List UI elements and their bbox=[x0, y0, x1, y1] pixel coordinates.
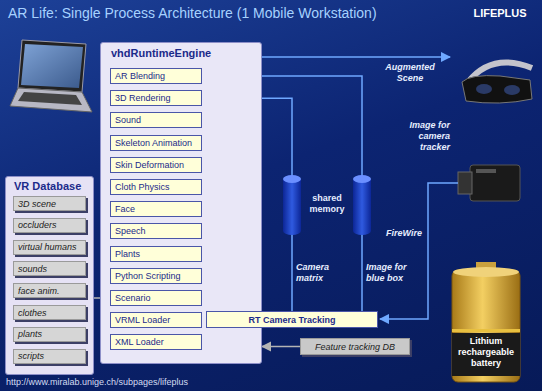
module-box: Sound bbox=[110, 112, 202, 128]
module-name: VRML Loader bbox=[115, 315, 170, 325]
item-name: 3D scene bbox=[18, 199, 56, 209]
module-name: Skin Deformation bbox=[115, 160, 184, 170]
module-box: Plants bbox=[110, 246, 202, 262]
module-name: Face bbox=[115, 204, 135, 214]
item-name: virtual humans bbox=[18, 242, 77, 252]
headset-lens bbox=[476, 84, 492, 94]
laptop-base bbox=[10, 88, 92, 112]
memory-cylinder bbox=[353, 175, 371, 235]
item-name: Feature tracking DB bbox=[315, 342, 395, 352]
module-box: Speech bbox=[110, 223, 202, 239]
module-name: Sound bbox=[115, 115, 141, 125]
module-box: 3D Rendering bbox=[110, 90, 202, 106]
scene-arrow bbox=[262, 56, 450, 58]
database-tab: Feature tracking DB bbox=[300, 338, 410, 355]
battery-picture bbox=[452, 262, 520, 382]
module-box: VRML Loader bbox=[110, 312, 202, 328]
module-name: Plants bbox=[115, 249, 140, 259]
database-item: virtual humans bbox=[13, 240, 86, 255]
cylinder-body bbox=[283, 179, 301, 235]
module-box: Face bbox=[110, 201, 202, 217]
item-name: occluders bbox=[18, 220, 57, 230]
camera-picture bbox=[458, 165, 520, 201]
headset-picture bbox=[462, 62, 532, 103]
signal-label: Augmented Scene bbox=[380, 62, 440, 84]
cylinder-top bbox=[353, 175, 371, 183]
module-name: 3D Rendering bbox=[115, 93, 171, 103]
battery-band bbox=[452, 333, 520, 376]
laptop-keyboard bbox=[18, 92, 82, 105]
module-name: Skeleton Animation bbox=[115, 138, 192, 148]
connector-label: Camera matrix bbox=[296, 262, 346, 284]
module-box: AR Blending bbox=[110, 68, 202, 84]
database-item: sounds bbox=[13, 261, 86, 276]
module-name: XML Loader bbox=[115, 337, 164, 347]
cylinder-body bbox=[353, 179, 371, 235]
database-item: clothes bbox=[13, 305, 86, 320]
headset-lens bbox=[504, 85, 520, 95]
battery-label: Lithium rechargeable battery bbox=[446, 262, 526, 384]
database-item: occluders bbox=[13, 218, 86, 233]
tracking-box: RT Camera Tracking bbox=[206, 311, 378, 328]
database-panel: VR Database 3D scene occluders virtual huma… bbox=[5, 176, 94, 375]
item-name: plants bbox=[18, 329, 42, 339]
module-box: Python Scripting bbox=[110, 268, 202, 284]
item-name: face anim. bbox=[18, 286, 60, 296]
module-box: Skeleton Animation bbox=[110, 135, 202, 151]
signal-label: FireWire bbox=[376, 228, 422, 239]
source-url: http://www.miralab.unige.ch/subpages/lif… bbox=[6, 377, 326, 387]
database-item: face anim. bbox=[13, 283, 86, 298]
cylinder-top bbox=[283, 175, 301, 183]
database-item: scripts bbox=[13, 349, 86, 364]
item-name: scripts bbox=[18, 351, 44, 361]
camera-lens bbox=[458, 172, 472, 194]
database-title: VR Database bbox=[14, 180, 85, 192]
memory-cylinder bbox=[283, 175, 301, 235]
module-name: RT Camera Tracking bbox=[248, 315, 335, 325]
laptop-lid bbox=[18, 40, 86, 92]
battery-body bbox=[452, 270, 520, 382]
connector-arrow bbox=[262, 346, 300, 348]
headset-visor bbox=[462, 76, 532, 103]
slide-title: AR Life: Single Process Architecture (1 … bbox=[8, 5, 377, 21]
signal-label: Image for camera tracker bbox=[396, 120, 450, 153]
camera-detail bbox=[476, 169, 496, 173]
laptop-screen bbox=[21, 44, 83, 88]
engine-title: vhdRuntimeEngine bbox=[111, 47, 251, 59]
module-name: Speech bbox=[115, 226, 146, 236]
module-box: XML Loader bbox=[110, 334, 202, 350]
camera-body bbox=[470, 165, 520, 201]
database-item: 3D scene bbox=[13, 196, 86, 211]
battery-top bbox=[453, 267, 519, 277]
item-name: sounds bbox=[18, 264, 47, 274]
module-name: Python Scripting bbox=[115, 271, 181, 281]
laptop-picture bbox=[10, 40, 92, 112]
module-name: AR Blending bbox=[115, 71, 165, 81]
module-box: Scenario bbox=[110, 290, 202, 306]
memory-label: shared memory bbox=[300, 193, 354, 215]
brand-name: LIFEPLUS bbox=[462, 7, 538, 19]
connector-label: Image for blue box bbox=[366, 262, 416, 284]
module-box: Cloth Physics bbox=[110, 179, 202, 195]
firewire-arrow bbox=[380, 183, 458, 319]
module-box: Skin Deformation bbox=[110, 157, 202, 173]
module-name: Cloth Physics bbox=[115, 182, 170, 192]
battery-stripe bbox=[452, 329, 520, 332]
database-item: plants bbox=[13, 327, 86, 342]
item-name: clothes bbox=[18, 308, 47, 318]
battery-text: Lithium rechargeable battery bbox=[454, 336, 518, 369]
module-name: Scenario bbox=[115, 293, 151, 303]
